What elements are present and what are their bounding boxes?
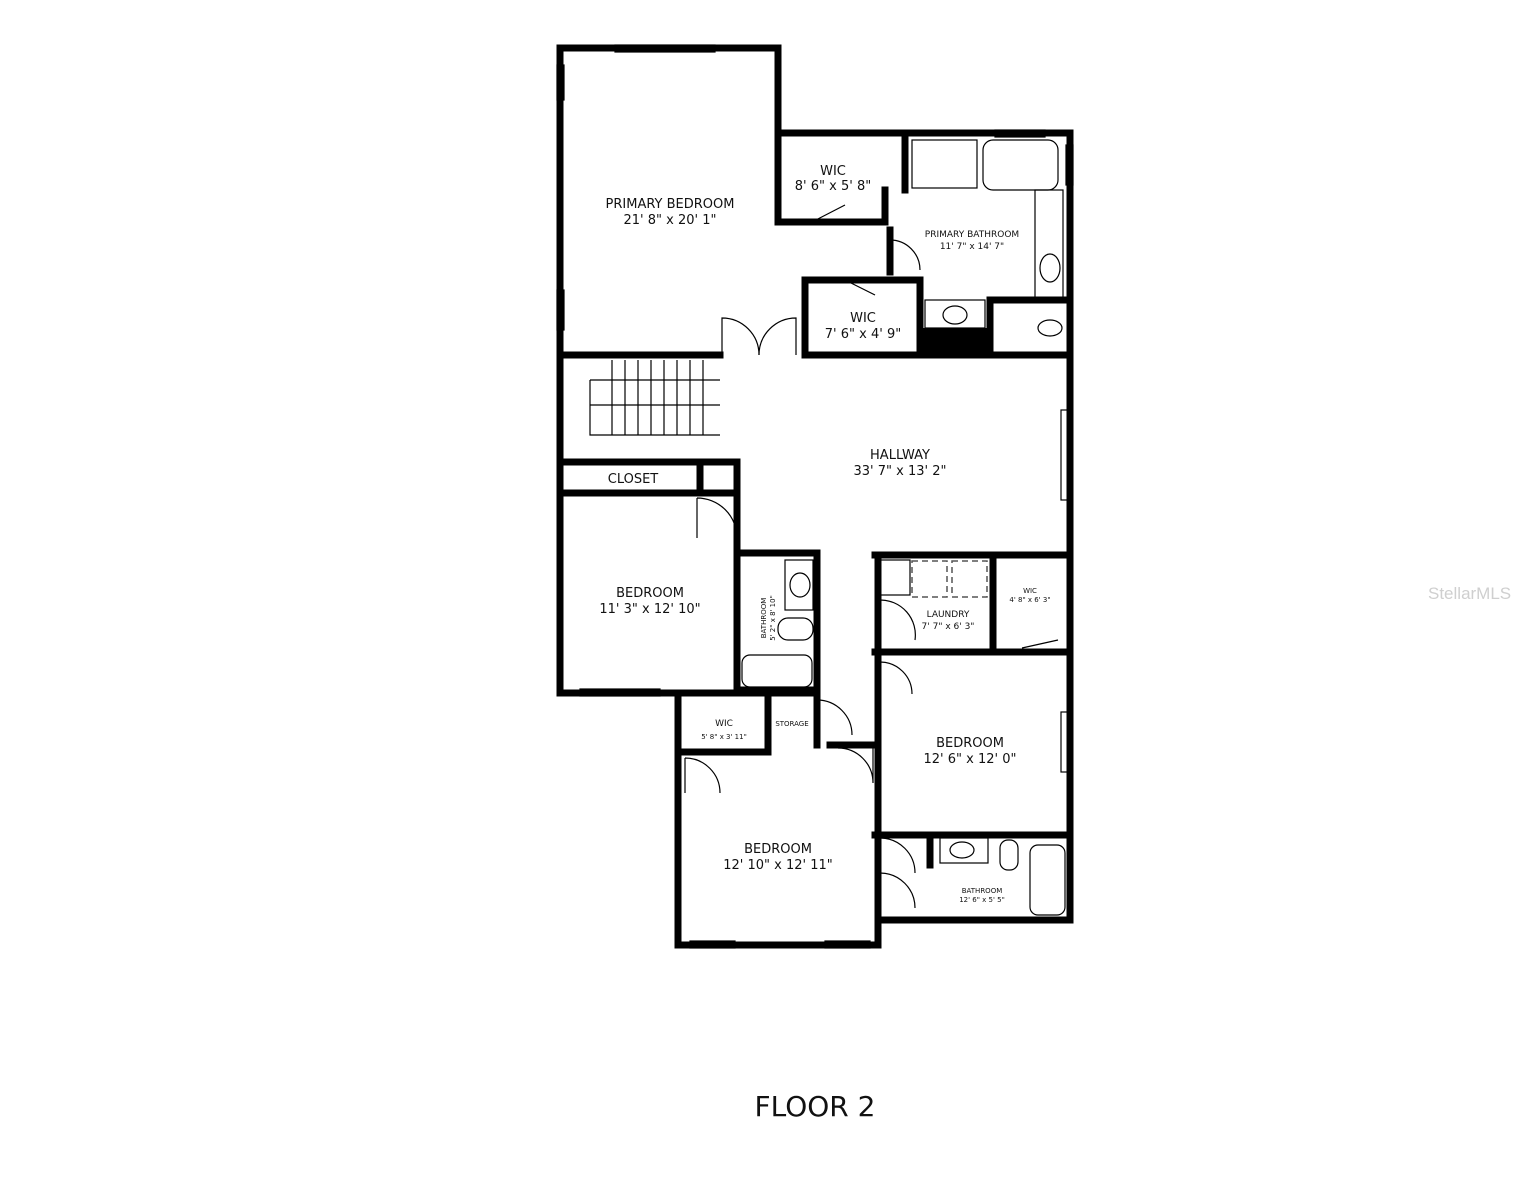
room-dims: 7' 7" x 6' 3" [922, 622, 975, 632]
fixtures [589, 139, 1066, 916]
room-name: LAUNDRY [927, 610, 970, 620]
room-dims: 12' 10" x 12' 11" [723, 858, 833, 873]
room-name: BEDROOM [744, 842, 812, 857]
room-name: BEDROOM [616, 586, 684, 601]
room-dims: 12' 6" x 5' 5" [959, 896, 1005, 904]
room-dims: 7' 6" x 4' 9" [825, 327, 901, 342]
room-name: PRIMARY BEDROOM [606, 197, 735, 212]
room-dims: 11' 7" x 14' 7" [940, 242, 1004, 252]
room-dims: 5' 2" x 8' 10" [769, 595, 777, 641]
floor-label: FLOOR 2 [754, 1090, 876, 1123]
room-dims: 11' 3" x 12' 10" [599, 602, 700, 617]
room-name: WIC [850, 311, 876, 326]
room-dims: 4' 8" x 6' 3" [1009, 596, 1050, 604]
room-name: HALLWAY [870, 448, 930, 463]
room-labels: PRIMARY BEDROOM 21' 8" x 20' 1" WIC 8' 6… [599, 164, 1050, 904]
watermark: StellarMLS [1428, 584, 1512, 603]
room-name: CLOSET [608, 472, 659, 487]
room-name: BATHROOM [760, 598, 768, 639]
room-dims: 33' 7" x 13' 2" [854, 464, 947, 479]
room-name: WIC [715, 719, 733, 729]
room-name: PRIMARY BATHROOM [925, 230, 1019, 240]
doors [684, 204, 1059, 909]
room-name: WIC [820, 164, 846, 179]
room-name: BATHROOM [962, 887, 1003, 895]
room-dims: 5' 8" x 3' 11" [701, 733, 747, 741]
room-dims: 21' 8" x 20' 1" [624, 213, 717, 228]
room-dims: 12' 6" x 12' 0" [924, 752, 1017, 767]
room-name: BEDROOM [936, 736, 1004, 751]
room-dims: 8' 6" x 5' 8" [795, 179, 871, 194]
walls [556, 44, 1074, 949]
stairs-icon [589, 360, 720, 436]
room-name: STORAGE [775, 720, 808, 728]
room-name: WIC [1023, 587, 1037, 595]
